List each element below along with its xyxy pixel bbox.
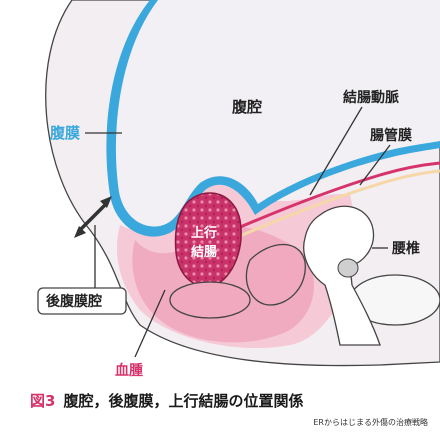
figure-number: 図3 — [30, 392, 56, 410]
retroperitoneal-arrow — [76, 200, 110, 234]
colic-artery-leader — [309, 106, 363, 196]
label-mesentery: 腸管膜 — [370, 127, 412, 144]
hematoma-leader — [134, 289, 166, 358]
kidney — [245, 243, 306, 306]
label-peritoneal-cavity: 腹腔 — [232, 98, 262, 116]
spinal-canal — [337, 258, 359, 278]
label-retroperitoneal-space: 後腹膜腔 — [46, 293, 102, 310]
label-peritoneum: 腹膜 — [50, 124, 80, 142]
label-colic-artery: 結腸動脈 — [343, 89, 399, 106]
label-ascending-colon-1: 上行 — [191, 225, 217, 241]
source-credit: ERからはじまる外傷の治療戦略 — [313, 418, 428, 427]
psoas-muscle — [169, 281, 251, 319]
label-lumbar-vertebra: 腰椎 — [391, 240, 420, 257]
retroperitoneal-label-box — [37, 287, 127, 315]
mesentery-line — [239, 169, 440, 238]
arrow-head-bottom — [74, 226, 86, 238]
label-hematoma: 血腫 — [115, 362, 143, 379]
arrow-head-top — [100, 196, 112, 208]
figure-caption: 図3 腹腔，後腹膜，上行結腸の位置関係 — [30, 390, 303, 411]
figure-caption-text: 腹腔，後腹膜，上行結腸の位置関係 — [63, 392, 304, 410]
peritoneal-cavity — [115, 0, 440, 227]
mesentery-leader — [359, 144, 391, 186]
label-ascending-colon-2: 結腸 — [191, 244, 217, 260]
